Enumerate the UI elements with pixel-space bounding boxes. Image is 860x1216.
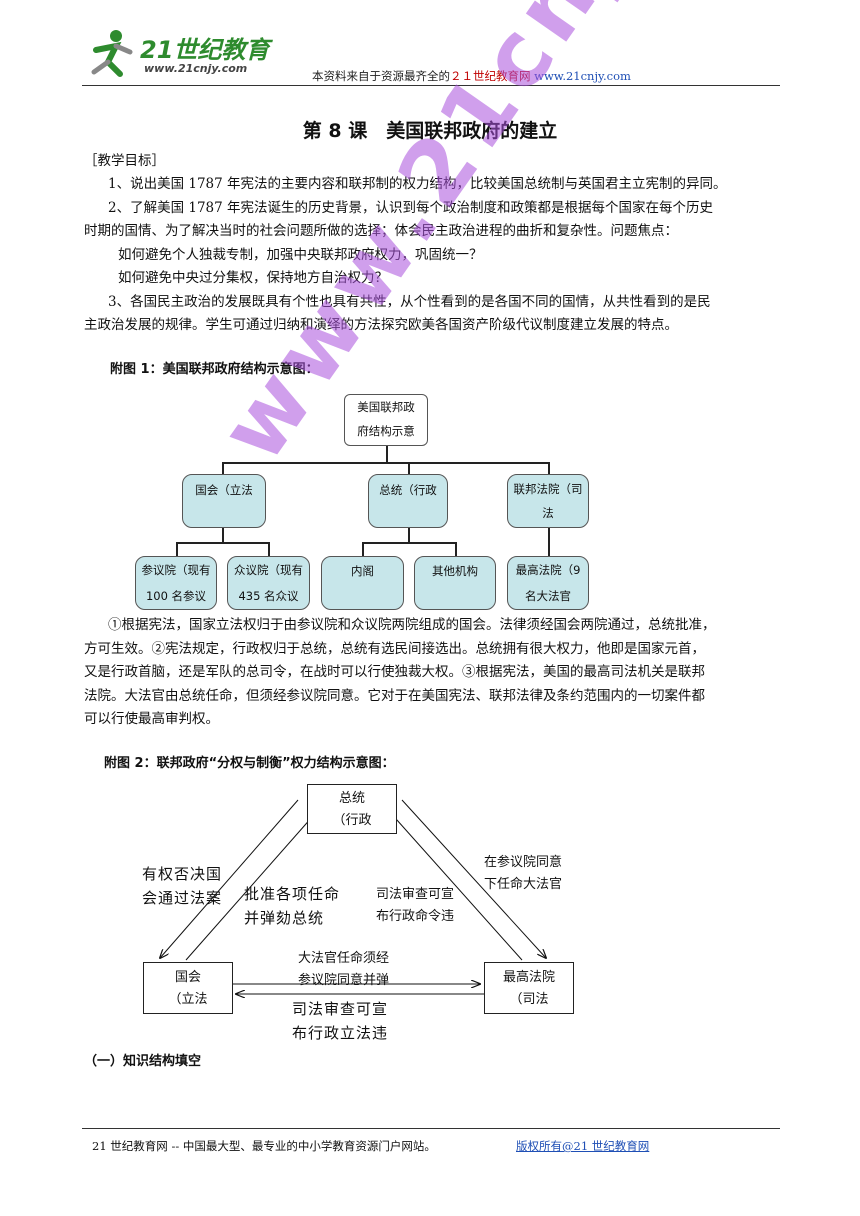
label-appoint-line-1: 在参议院同意 [484, 855, 563, 870]
page-title: 第 8 课 美国联邦政府的建立 [302, 120, 558, 142]
label-appoint: 在参议院同意 下任命大法官 [484, 852, 562, 896]
question-1: 如何避免个人独裁专制，加强中央联邦政府权力，巩固统一？ [118, 247, 483, 263]
label-review-exec: 司法审查可宣 布行政命令违 [376, 884, 454, 928]
congress-node: 国会 （立法 [143, 962, 233, 1014]
header-note-prefix: 本资料来自于资源最齐全的 [312, 69, 450, 83]
court-node: 最高法院 （司法 [484, 962, 574, 1014]
runner-logo-icon [91, 30, 133, 77]
arrow-court-to-president [388, 810, 523, 961]
org-senate-line-2: 100 名参议 [145, 589, 207, 603]
president-node-line-2: （行政 [332, 813, 372, 828]
org-court-line-1: 联邦法院（司 [513, 482, 583, 496]
org-root-box: 美国联邦政 府结构示意 [344, 394, 428, 446]
desc-line-1: ①根据宪法，国家立法权归于由参议院和众议院两院组成的国会。法律须经国会两院通过，… [108, 617, 716, 633]
connector [222, 528, 224, 542]
question-2: 如何避免中央过分集权，保持地方自治权力？ [118, 270, 388, 286]
org-house-line-2: 435 名众议 [238, 589, 299, 603]
org-house-line-1: 众议院（现有 [234, 563, 303, 577]
footer-rule [82, 1128, 780, 1129]
label-review-leg: 司法审查可宣 布行政立法违 [292, 997, 388, 1045]
connector [548, 528, 550, 556]
goal-1: 1、说出美国 1787 年宪法的主要内容和联邦制的权力结构，比较美国总统制与英国… [108, 176, 727, 192]
connector [362, 542, 456, 544]
logo: 21世纪教育 www.21cnjy.com [86, 28, 286, 80]
header-note-url[interactable]: www.21cnjy.com [534, 69, 631, 83]
org-other-label: 其他机构 [432, 564, 478, 578]
org-supreme-line-1: 最高法院（9 [515, 563, 581, 577]
goal-2-line-2: 时期的国情、为了解决当时的社会问题所做的选择；体会民主政治进程的曲折和复杂性。问… [84, 223, 678, 239]
org-president-label: 总统（行政 [379, 483, 437, 497]
desc-line-4: 法院。大法官由总统任命，但须经参议院同意。它对于在美国宪法、联邦法律及条约范围内… [84, 688, 705, 704]
org-senate-box: 参议院（现有 100 名参议 [135, 556, 217, 610]
desc-line-5: 可以行使最高审判权。 [84, 711, 219, 727]
label-justice: 大法官任命须经 参议院同意并弹 [298, 948, 389, 992]
org-cabinet-box: 内阁 [321, 556, 404, 610]
label-review-leg-line-2: 布行政立法违 [292, 1024, 389, 1042]
label-approve: 批准各项任命 并弹劾总统 [244, 882, 340, 930]
label-appoint-line-2: 下任命大法官 [484, 877, 563, 892]
congress-node-line-1: 国会 [174, 970, 201, 985]
footer-left: 21 世纪教育网 -- 中国最大型、最专业的中小学教育资源门户网站。 [92, 1139, 436, 1153]
goal-2-line-1: 2、了解美国 1787 年宪法诞生的历史背景，认识到每个政治制度和政策都是根据每… [108, 200, 714, 216]
footer-copyright-link[interactable]: 版权所有@21 世纪教育网 [516, 1139, 650, 1153]
desc-line-3: 又是行政首脑，还是军队的总司令，在战时可以行使独裁大权。③根据宪法，美国的最高司… [84, 664, 705, 680]
connector [408, 528, 410, 542]
congress-node-line-2: （立法 [168, 992, 208, 1007]
arrow-president-to-court [401, 799, 546, 958]
org-root-line-2: 府结构示意 [357, 424, 415, 438]
org-congress-box: 国会（立法 [182, 474, 266, 528]
connector [362, 542, 364, 556]
connector [548, 462, 550, 474]
connector [222, 462, 548, 464]
logo-sub-text: www.21cnjy.com [144, 62, 248, 75]
org-congress-label: 国会（立法 [195, 483, 253, 497]
org-president-box: 总统（行政 [368, 474, 448, 528]
arrow-congress-to-president [185, 808, 320, 961]
section-heading: （一）知识结构填空 [84, 1054, 202, 1069]
org-court-line-2: 法 [542, 506, 554, 520]
label-approve-line-1: 批准各项任命 [244, 885, 341, 903]
label-veto-line-1: 有权否决国 [142, 865, 223, 883]
logo-main-text: 21世纪教育 [140, 36, 270, 64]
header-note-site[interactable]: ２１世纪教育网 [450, 69, 531, 83]
goal-3-line-2: 主政治发展的规律。学生可通过归纳和演绎的方法探究欧美各国资产阶级代议制度建立发展… [84, 317, 678, 333]
goal-3-line-1: 3、各国民主政治的发展既具有个性也具有共性，从个性看到的是各国不同的国情，从共性… [108, 294, 711, 310]
president-node: 总统 （行政 [307, 784, 397, 834]
org-supreme-line-2: 名大法官 [525, 589, 571, 603]
org-house-box: 众议院（现有 435 名众议 [227, 556, 310, 610]
org-root-line-1: 美国联邦政 [357, 400, 415, 414]
org-supreme-box: 最高法院（9 名大法官 [507, 556, 589, 610]
figure-2-caption: 附图 2：联邦政府“分权与制衡”权力结构示意图： [104, 756, 395, 771]
desc-line-2: 方可生效。②宪法规定，行政权归于总统，总统有选民间接选出。总统拥有很大权力，他即… [84, 641, 705, 657]
court-node-line-2: （司法 [509, 992, 549, 1007]
arrow-president-to-congress [160, 799, 299, 958]
header-rule [82, 85, 780, 86]
connector [176, 542, 178, 556]
label-approve-line-2: 并弹劾总统 [244, 909, 325, 927]
org-court-box: 联邦法院（司 法 [507, 474, 589, 528]
label-justice-line-2: 参议院同意并弹 [298, 973, 390, 988]
org-cabinet-label: 内阁 [351, 564, 374, 578]
label-veto: 有权否决国 会通过法案 [142, 862, 222, 910]
figure-1-caption: 附图 1：美国联邦政府结构示意图： [110, 362, 319, 377]
org-other-box: 其他机构 [414, 556, 496, 610]
connector [455, 542, 457, 556]
org-senate-line-1: 参议院（现有 [141, 563, 211, 577]
label-review-exec-line-2: 布行政命令违 [376, 909, 455, 924]
label-review-exec-line-1: 司法审查可宣 [376, 887, 455, 902]
connector [408, 462, 410, 474]
header-note: 本资料来自于资源最齐全的２１世纪教育网 www.21cnjy.com [312, 68, 631, 84]
connector [386, 446, 388, 463]
court-node-line-1: 最高法院 [502, 970, 555, 985]
connector [222, 462, 224, 474]
label-veto-line-2: 会通过法案 [142, 889, 223, 907]
connector [268, 542, 270, 556]
goals-heading: ［教学目标］ [84, 153, 165, 169]
label-review-leg-line-1: 司法审查可宣 [292, 1000, 389, 1018]
label-justice-line-1: 大法官任命须经 [298, 951, 390, 966]
president-node-line-1: 总统 [338, 791, 365, 806]
connector [176, 542, 270, 544]
